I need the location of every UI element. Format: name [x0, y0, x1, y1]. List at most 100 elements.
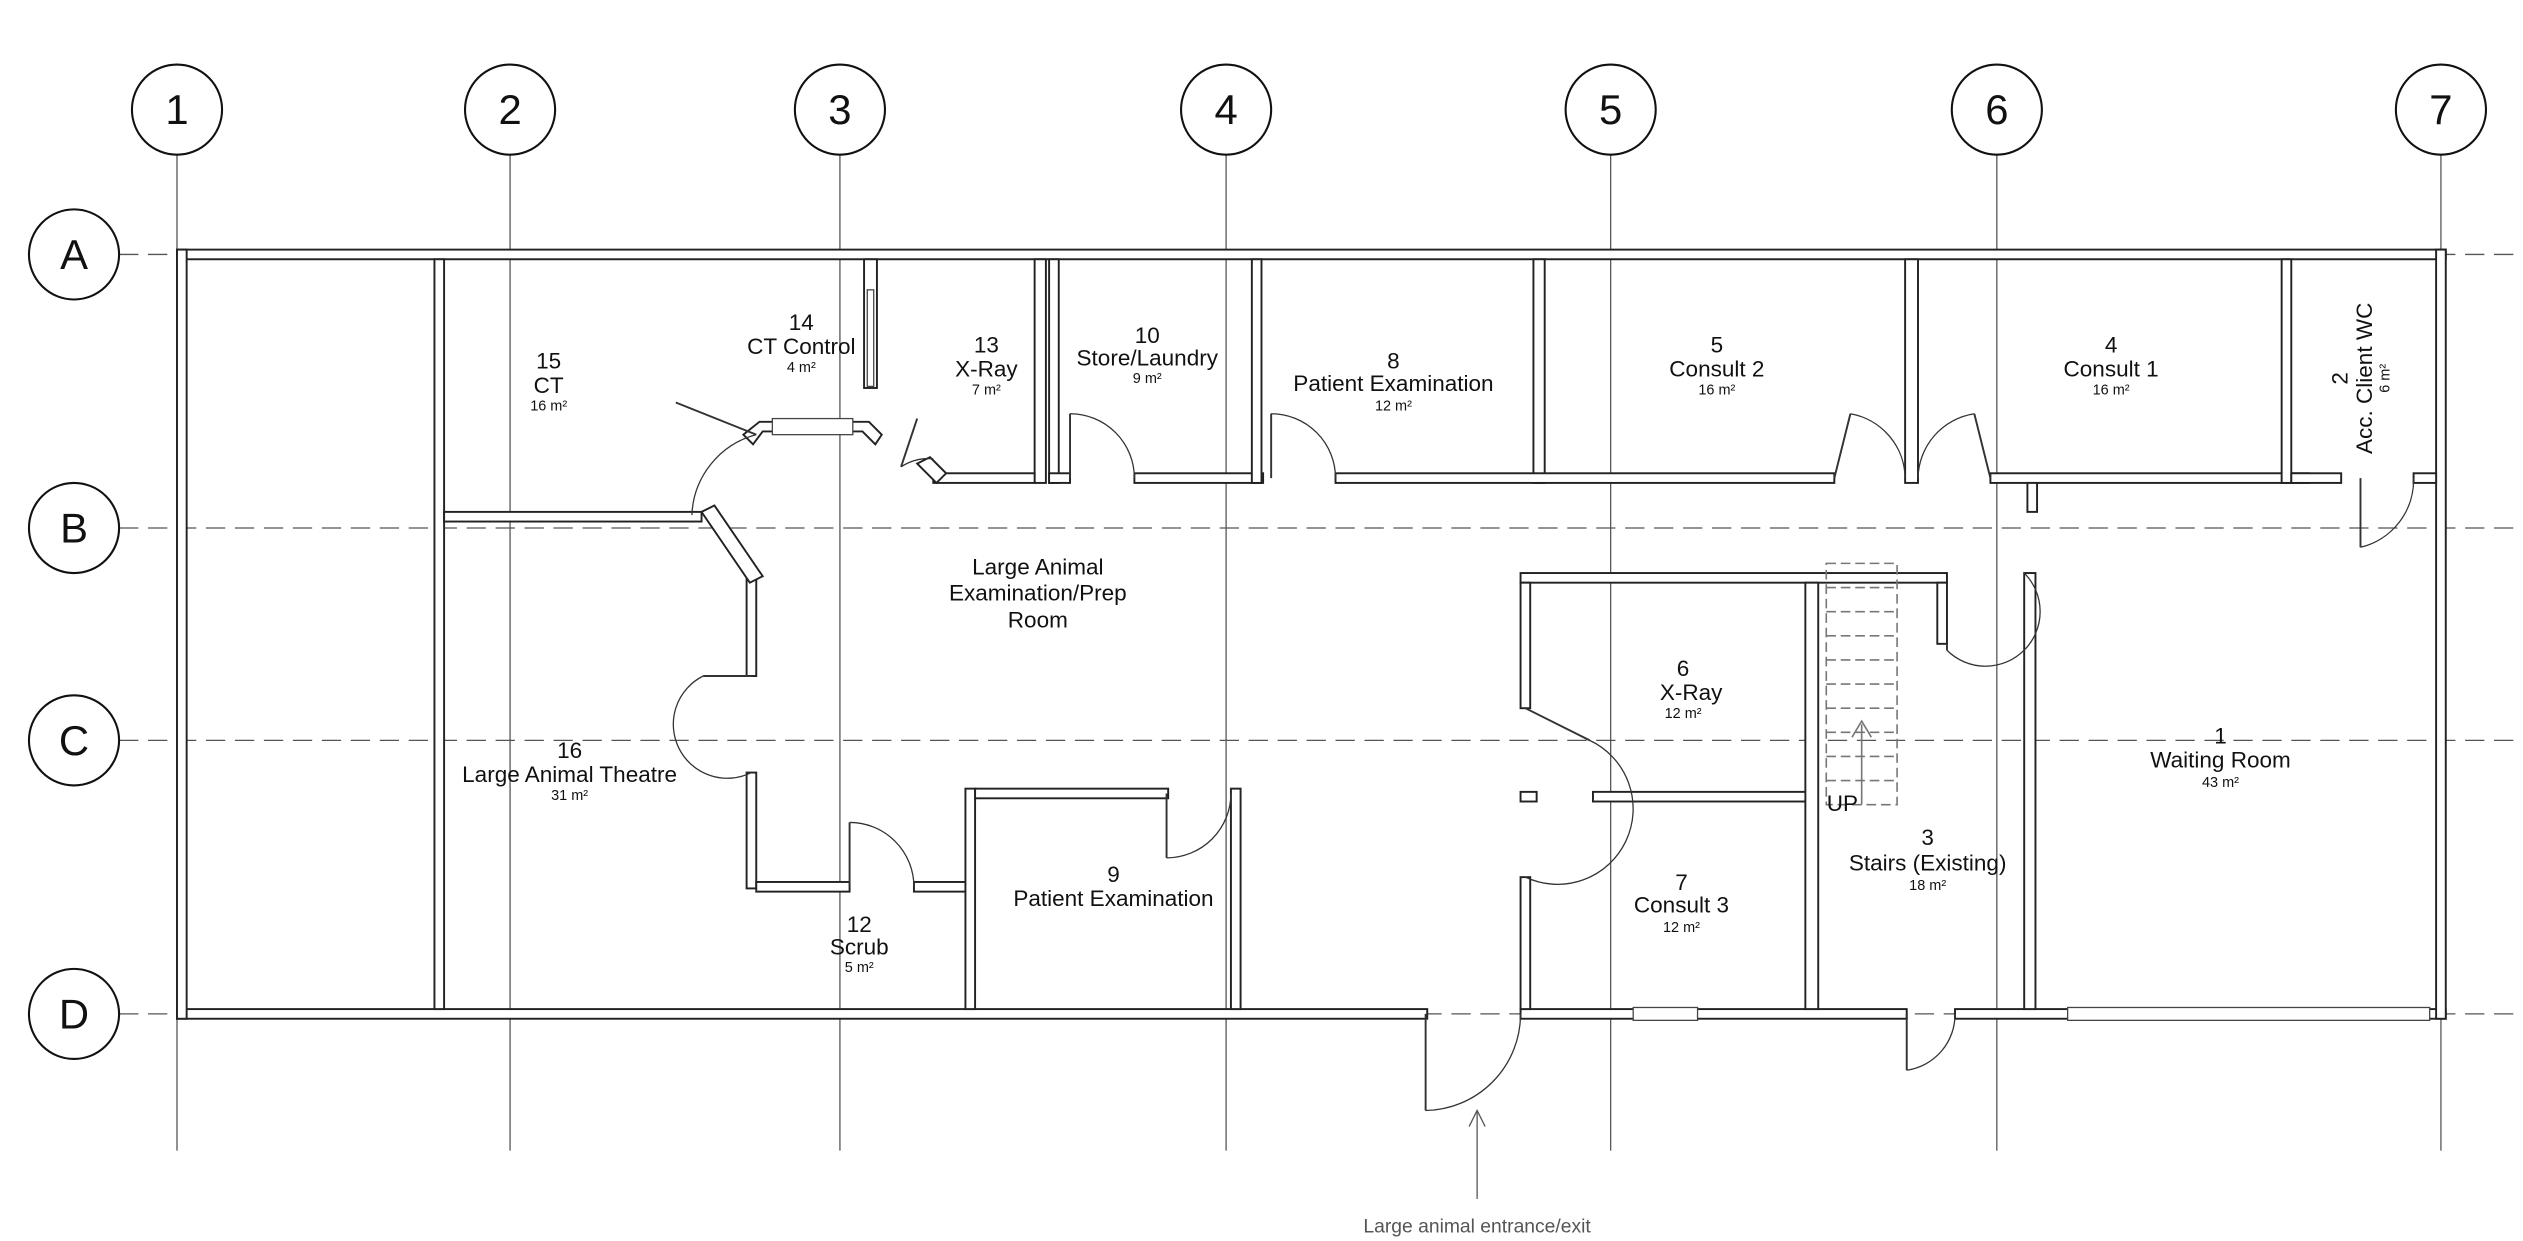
- wall: [1250, 258, 1263, 484]
- wall: [1048, 472, 1071, 484]
- grid-bubble-circle: [793, 63, 887, 156]
- door: [1833, 413, 1906, 479]
- wall: [1519, 572, 1948, 584]
- wall: [1519, 581, 1532, 710]
- room-9-label: 9 Patient Examination: [1013, 862, 1213, 911]
- room-name: Consult 3: [1634, 893, 1729, 918]
- wall: [1033, 258, 1047, 484]
- room-2-label: 2 Acc. Client WC 6 m²: [2328, 303, 2394, 454]
- room-number: 3: [1921, 825, 1934, 850]
- grid-bubble-circle: [1950, 63, 2043, 156]
- room-15-label: 15 CT 16 m²: [530, 349, 567, 415]
- room-1-label: 1 Waiting Room 43 m²: [2150, 724, 2291, 791]
- door-swing-arc: [672, 675, 752, 779]
- grid-bubble-column-6: 6: [1950, 63, 2043, 156]
- grid-bubble-label: 6: [1985, 86, 2008, 133]
- room-name-line1: Large Animal: [972, 555, 1103, 580]
- door-swing-arc: [849, 821, 915, 887]
- room-number: 12: [847, 912, 872, 937]
- wall: [1592, 790, 1812, 803]
- room-5-label: 5 Consult 2 16 m²: [1669, 333, 1764, 399]
- room-area: 16 m²: [530, 399, 567, 415]
- door: [1524, 707, 1634, 885]
- grid-bubble-circle: [1180, 63, 1273, 156]
- door-swing-arc: [1425, 1013, 1522, 1112]
- entrance-note: Large animal entrance/exit: [1363, 1217, 1591, 1238]
- grid-bubble-row-A: A: [27, 208, 121, 301]
- window: [2066, 1006, 2431, 1021]
- grid-bubble-label: 4: [1214, 86, 1237, 133]
- grid-bubble-row-C: C: [27, 694, 121, 787]
- room-name: Consult 1: [2064, 357, 2159, 382]
- door: [1270, 413, 1337, 479]
- grid-bubble-column-3: 3: [793, 63, 887, 156]
- grid-bubble-column-5: 5: [1564, 63, 1657, 156]
- wall: [915, 456, 948, 485]
- wall: [2435, 248, 2447, 1020]
- room-number: 14: [789, 310, 814, 335]
- room-number: 10: [1135, 323, 1160, 348]
- wall: [176, 1008, 1429, 1020]
- room-name: Patient Examination: [1293, 371, 1493, 396]
- room-number: 13: [974, 333, 999, 358]
- door-leaf: [1524, 707, 1591, 742]
- room-name: Patient Examination: [1013, 886, 1213, 911]
- door: [675, 401, 757, 516]
- door-swing-arc: [1906, 1013, 1956, 1071]
- door-swing-arc: [1917, 413, 1975, 479]
- arrow-head-icon: [1468, 1109, 1486, 1127]
- door-swing-arc: [1946, 572, 2041, 667]
- wall: [1804, 581, 1820, 1011]
- wall: [700, 504, 765, 584]
- wall: [1229, 787, 1242, 1011]
- room-area: 5 m²: [845, 960, 874, 976]
- door: [1905, 1013, 1956, 1071]
- wall: [2026, 481, 2039, 513]
- room-name: Consult 2: [1669, 357, 1764, 382]
- window: [866, 289, 875, 388]
- room-16-label: 16 Large Animal Theatre 31 m²: [462, 738, 677, 804]
- wall: [745, 771, 758, 890]
- wall: [1519, 1008, 1908, 1020]
- room-area: 12 m²: [1663, 920, 1700, 936]
- room-area: 16 m²: [1698, 382, 1735, 398]
- grid-lines: [119, 154, 2523, 1151]
- grid-bubble-circle: [130, 63, 224, 156]
- wall: [1936, 581, 1948, 645]
- window: [1632, 1006, 1699, 1021]
- door-leaf: [675, 401, 757, 436]
- door: [1424, 1013, 1522, 1112]
- wall: [176, 248, 188, 1020]
- grid-bubble-label: 3: [828, 86, 851, 133]
- doors: [672, 401, 2415, 1112]
- room-area: 43 m²: [2202, 775, 2239, 791]
- room-area: 16 m²: [2093, 382, 2130, 398]
- wall: [176, 248, 2447, 261]
- grid-bubble-circle: [27, 967, 121, 1061]
- room-number: 7: [1675, 870, 1688, 895]
- room-4-label: 4 Consult 1 16 m²: [2064, 333, 2159, 399]
- room-area: 9 m²: [1133, 371, 1162, 387]
- wall: [1519, 790, 1538, 803]
- room-number: 8: [1387, 349, 1400, 374]
- grid-bubble-circle: [2394, 63, 2488, 156]
- room-area: 18 m²: [1909, 878, 1946, 894]
- grid-bubble-circle: [1564, 63, 1657, 156]
- stairs: [1825, 562, 1898, 806]
- wall: [433, 258, 446, 1011]
- room-area: 12 m²: [1665, 706, 1702, 722]
- grid-bubble-circle: [27, 208, 121, 301]
- door: [672, 675, 752, 779]
- wall: [1989, 472, 2310, 484]
- room-13-label: 13 X-Ray 7 m²: [955, 333, 1018, 399]
- door-leaf: [1973, 413, 1992, 479]
- door: [1917, 413, 1992, 479]
- grid-bubble-label: D: [59, 990, 89, 1037]
- room-number: 2: [2328, 372, 2353, 385]
- wall: [1334, 472, 1836, 484]
- room-12-label: 12 Scrub 5 m²: [830, 912, 889, 976]
- wall: [2412, 472, 2438, 484]
- grid-bubble-row-B: B: [27, 481, 121, 575]
